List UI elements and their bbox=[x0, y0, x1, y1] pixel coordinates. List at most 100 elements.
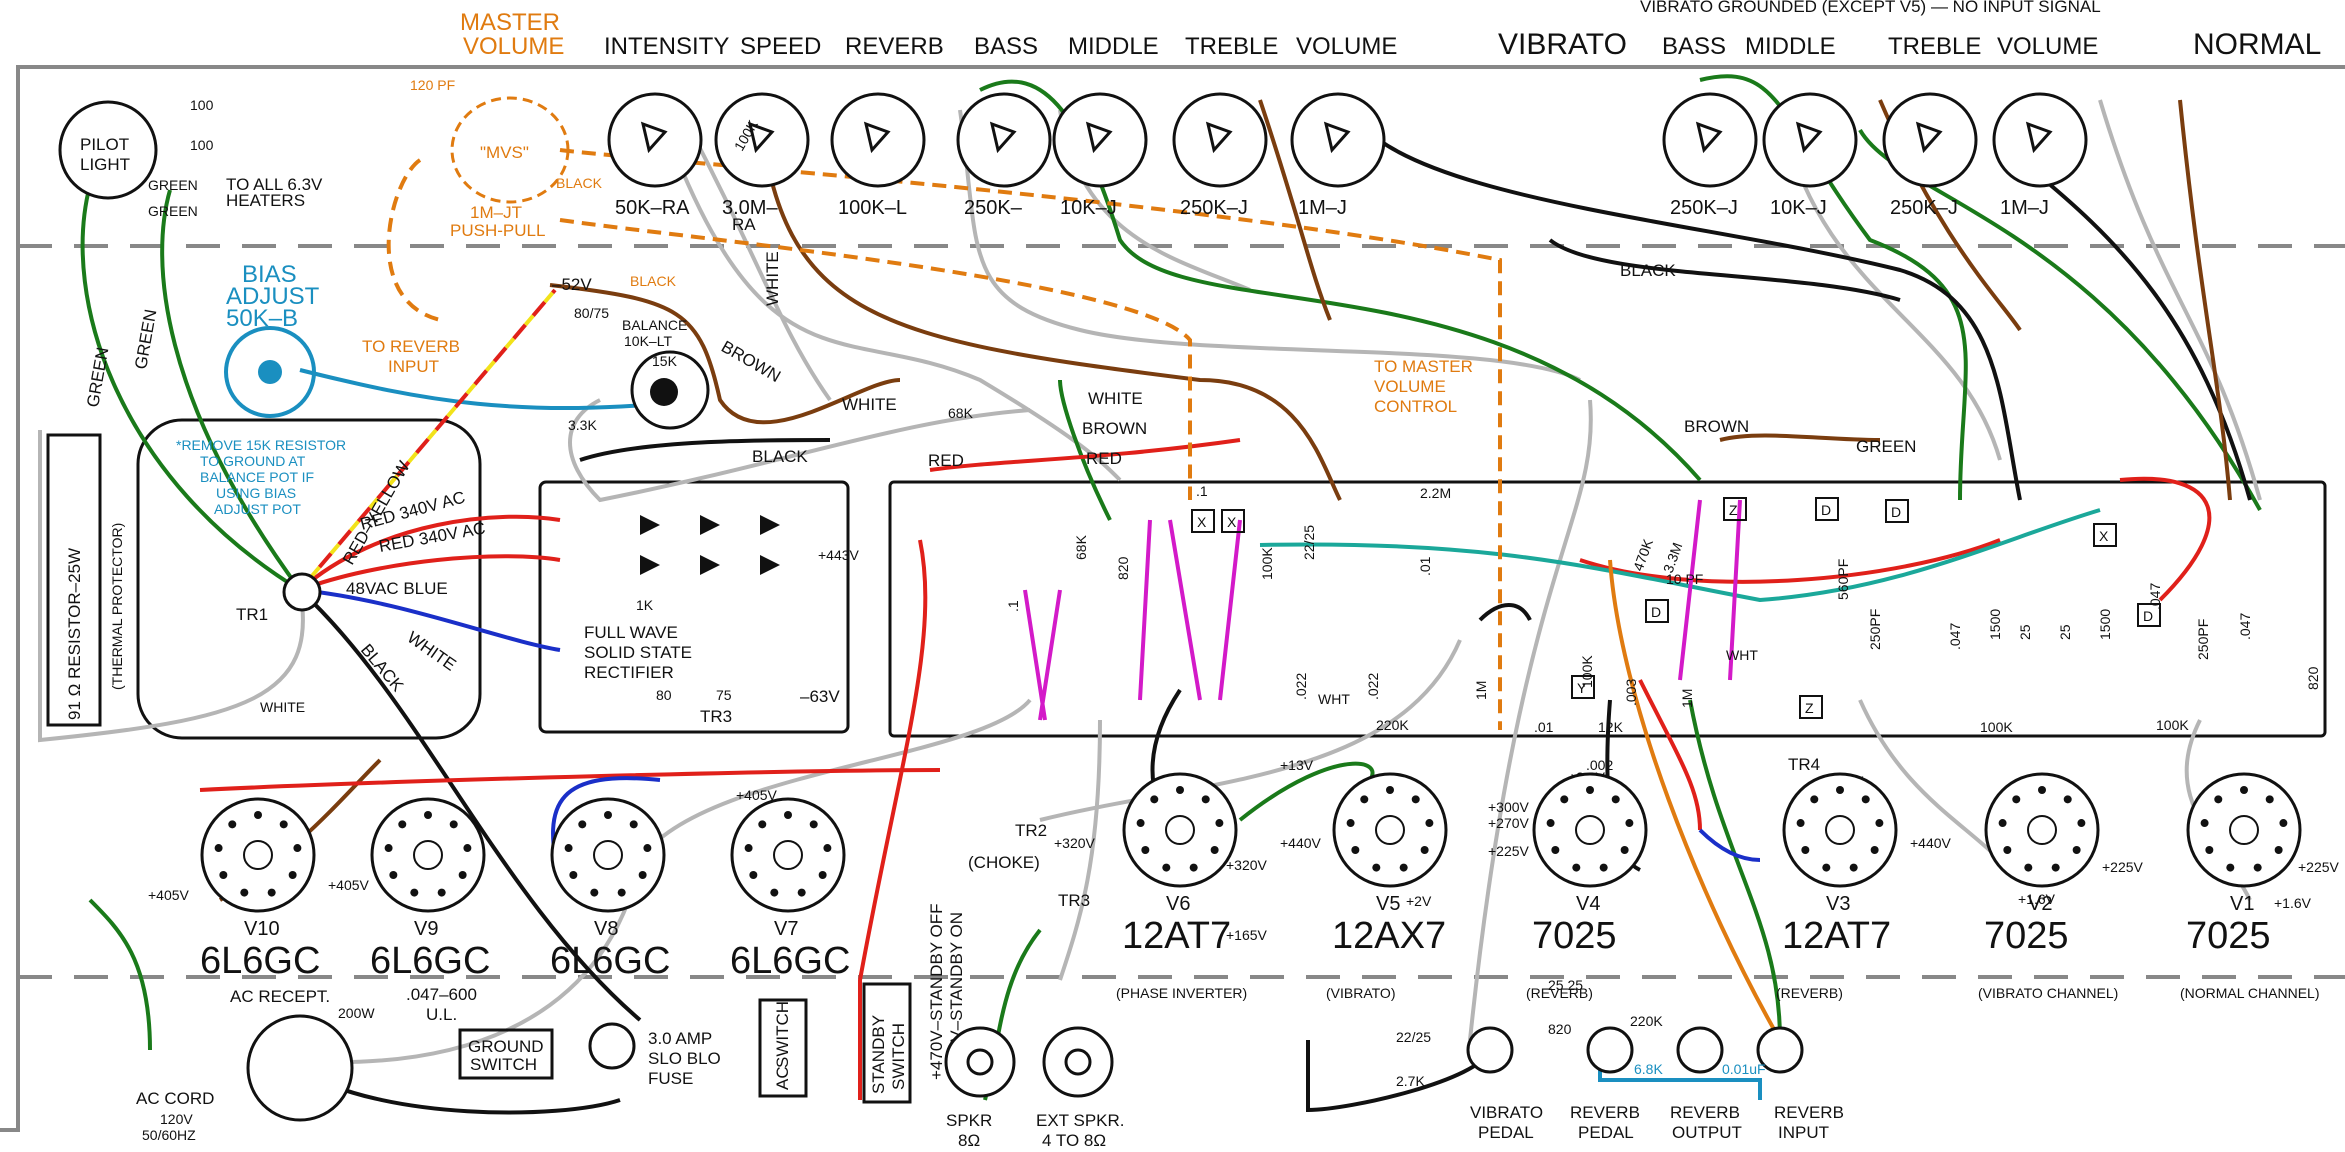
tube-type: 7025 bbox=[1532, 915, 1617, 957]
tube-note: (REVERB) bbox=[1776, 985, 1843, 1001]
pot-3[interactable]: 100K–L bbox=[830, 92, 926, 219]
tube-pin bbox=[629, 820, 638, 829]
control-label-speed: SPEED bbox=[740, 33, 821, 60]
control-label-middle: MIDDLE bbox=[1068, 33, 1159, 60]
wire-green-4 bbox=[1699, 74, 1968, 501]
balance-15k: 15K bbox=[652, 353, 678, 369]
pot-6[interactable]: 250K–J bbox=[1172, 92, 1268, 219]
rectifier-board bbox=[538, 480, 850, 734]
marker-d-b bbox=[1885, 499, 1909, 523]
tube-pin bbox=[638, 871, 647, 879]
tube-type: 12AT7 bbox=[1782, 915, 1891, 957]
pot-value: 3.0M– bbox=[722, 197, 778, 219]
pot-body[interactable] bbox=[1762, 92, 1858, 188]
pot-body[interactable] bbox=[1662, 92, 1758, 188]
wire-teal bbox=[1259, 508, 2101, 603]
pot-8[interactable]: 250K–J bbox=[1662, 92, 1758, 219]
pot-body[interactable] bbox=[714, 92, 810, 188]
tube-socket-center bbox=[2027, 815, 2057, 845]
pot-body[interactable] bbox=[830, 92, 926, 188]
tube-pin bbox=[2226, 863, 2235, 872]
voltage-405-b: +405V bbox=[328, 877, 370, 893]
wire-black-1 bbox=[1348, 109, 2022, 501]
wire-orange-4 bbox=[1608, 559, 1782, 1041]
r820-bottom: 820 bbox=[1548, 1021, 1572, 1037]
wire-green-3 bbox=[979, 79, 1702, 482]
to-master-2: VOLUME bbox=[1374, 377, 1446, 396]
pot-body[interactable] bbox=[956, 92, 1052, 188]
ac-receptacle bbox=[246, 1014, 354, 1122]
bias-adjust: BIAS ADJUST 50K–B TO REVERB INPUT *REMOV… bbox=[176, 261, 460, 517]
pot-1[interactable]: 50K–RA bbox=[607, 92, 703, 219]
wire-green-10 bbox=[1058, 379, 1112, 521]
tube-id: V6 bbox=[1166, 893, 1190, 915]
bias-note-4: USING BIAS bbox=[216, 485, 296, 501]
wire-blue-3 bbox=[1698, 828, 1761, 862]
wire-white-2 bbox=[678, 109, 832, 402]
pot-5[interactable]: 10K–J bbox=[1052, 92, 1148, 219]
tube-type: 6L6GC bbox=[200, 940, 320, 982]
board-01-b: .01 bbox=[1534, 719, 1554, 735]
tube-pin bbox=[1801, 846, 1810, 854]
wire-red-2 bbox=[299, 554, 561, 592]
tube-pin bbox=[758, 820, 767, 829]
tube-pin bbox=[2205, 846, 2214, 854]
tube-type: 7025 bbox=[1984, 915, 2069, 957]
standby-2: SWITCH bbox=[889, 1023, 908, 1090]
board-25-b: 25 bbox=[2057, 624, 2073, 640]
pot-body[interactable] bbox=[1290, 92, 1386, 188]
pot-2[interactable]: 3.0M– bbox=[714, 92, 810, 219]
diode-5 bbox=[700, 555, 720, 575]
c2225-bottom: 22/25 bbox=[1396, 1029, 1431, 1045]
pilot-light-circle bbox=[58, 100, 158, 200]
bias-label-1: BIAS bbox=[242, 261, 297, 288]
balance-label-2: 10K–LT bbox=[624, 333, 672, 349]
label-black-b: BLACK bbox=[752, 447, 808, 466]
pot-7[interactable]: 1M–J bbox=[1290, 92, 1386, 219]
tube-pin bbox=[437, 888, 446, 897]
voltage-165: +165V bbox=[1226, 927, 1268, 943]
to-master-1: TO MASTER bbox=[1374, 357, 1473, 376]
tube-pin bbox=[267, 888, 276, 897]
tube-pin bbox=[1162, 863, 1171, 872]
tube-pin bbox=[449, 820, 458, 829]
tube-pin bbox=[1141, 846, 1150, 854]
tube-pin bbox=[744, 844, 753, 853]
pot-body[interactable] bbox=[1172, 92, 1268, 188]
pot-body[interactable] bbox=[607, 92, 703, 188]
label-68k: 68K bbox=[948, 405, 974, 421]
tube-pin bbox=[1625, 819, 1634, 828]
mvs-black-label: BLACK bbox=[556, 175, 603, 191]
diode-4 bbox=[640, 555, 660, 575]
tube-id: V2 bbox=[2028, 893, 2052, 915]
heaters-label-1: TO ALL 6.3V bbox=[226, 175, 323, 194]
pot-body[interactable] bbox=[1882, 92, 1978, 188]
wire-black-4 bbox=[298, 588, 642, 1022]
wire-green-5 bbox=[1858, 129, 2262, 511]
board-100: .1 bbox=[1196, 483, 1208, 499]
vibrato-pedal-1: VIBRATO bbox=[1470, 1103, 1543, 1122]
pot-4[interactable]: 250K– bbox=[956, 92, 1052, 219]
tube-pin bbox=[2279, 819, 2288, 828]
pot-value: 10K–J bbox=[1060, 197, 1117, 219]
pot-11[interactable]: 1M–J bbox=[1992, 92, 2088, 219]
pot-wiper-icon bbox=[2025, 121, 2053, 154]
tube-type: 12AT7 bbox=[1122, 915, 1231, 957]
pilot-green-2: GREEN bbox=[148, 203, 198, 219]
tube-sockets: V106L6GCV96L6GCV86L6GCV76L6GCV612AT7(PHA… bbox=[200, 772, 2320, 1001]
marker-z-a bbox=[1723, 497, 1747, 521]
spkr-2: 8Ω bbox=[958, 1131, 980, 1150]
pot-body[interactable] bbox=[1052, 92, 1148, 188]
to-master-3: CONTROL bbox=[1374, 397, 1457, 416]
bias-label-2: ADJUST bbox=[226, 283, 320, 310]
reverb-input-1: REVERB bbox=[1774, 1103, 1844, 1122]
pot-body[interactable] bbox=[1992, 92, 2088, 188]
pot-9[interactable]: 10K–J bbox=[1762, 92, 1858, 219]
marker-y-text: Y bbox=[1577, 680, 1587, 696]
tube-pin bbox=[1849, 863, 1858, 872]
label-brown-b: BROWN bbox=[1684, 417, 1749, 436]
tube-pin bbox=[569, 871, 578, 879]
pot-10[interactable]: 250K–J bbox=[1882, 92, 1978, 219]
